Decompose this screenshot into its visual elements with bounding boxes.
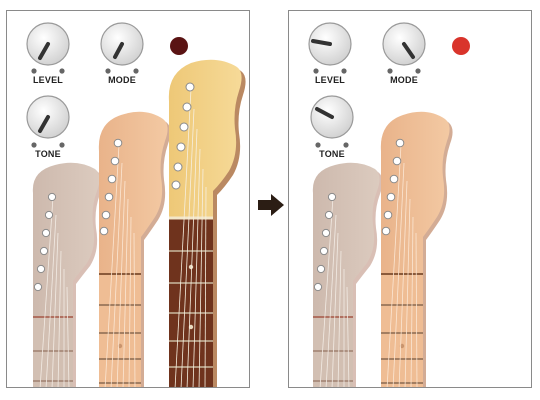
status-led: [452, 37, 470, 55]
mode-label: MODE: [108, 75, 136, 85]
guitar-headstock-3: [168, 59, 246, 387]
tone-label: TONE: [319, 149, 345, 159]
arrow-right-icon: [256, 192, 286, 218]
tone-label: TONE: [35, 149, 61, 159]
tone-knob[interactable]: [26, 95, 70, 148]
level-knob[interactable]: [308, 22, 352, 74]
level-label: LEVEL: [314, 75, 345, 85]
guitar-headstock-2: [380, 111, 453, 387]
guitar-headstock-2: [98, 111, 171, 387]
level-label: LEVEL: [32, 75, 63, 85]
mode-knob[interactable]: [382, 22, 426, 74]
mode-label: MODE: [390, 75, 418, 85]
panel-before: LEVEL MODE TONE: [6, 10, 250, 388]
panel-after: LEVEL MODE TONE: [288, 10, 532, 388]
mode-knob[interactable]: [100, 22, 144, 74]
level-knob[interactable]: [26, 22, 70, 74]
status-led: [170, 37, 188, 55]
guitar-headstock-1: [312, 162, 383, 387]
guitar-headstock-1: [32, 162, 103, 387]
left-illustration: [26, 22, 246, 387]
tone-knob[interactable]: [310, 95, 354, 148]
right-illustration: [308, 22, 470, 387]
